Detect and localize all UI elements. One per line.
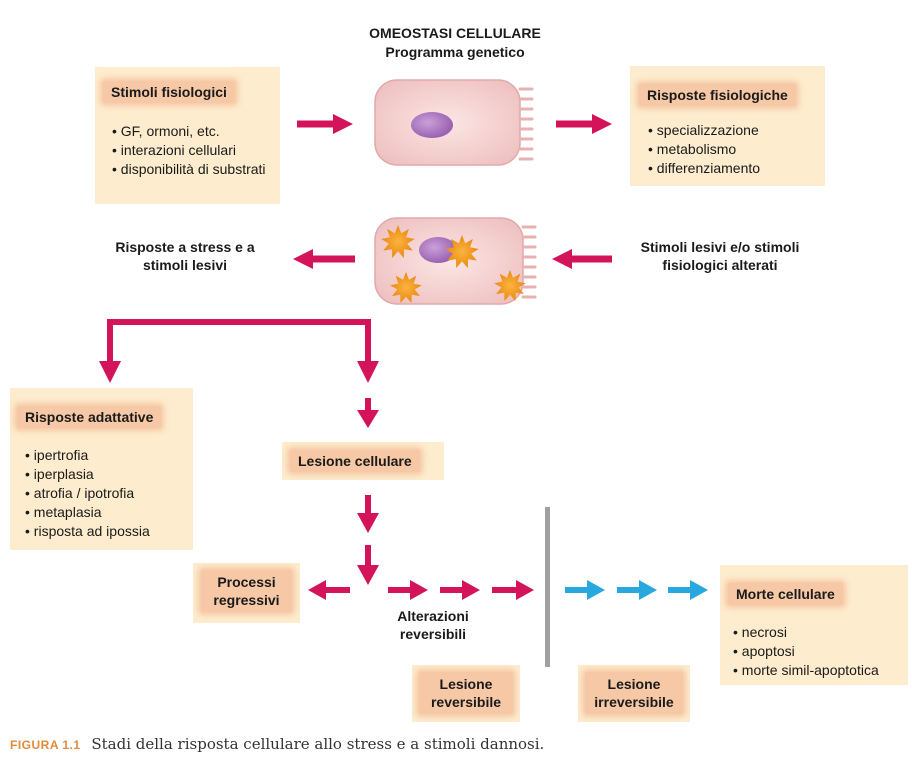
list-item: metabolismo	[648, 140, 818, 159]
damage-star-icon	[390, 272, 422, 303]
healthy-cell	[374, 79, 534, 166]
risposte-fisiologiche-list: specializzazione metabolismo differenzia…	[648, 121, 818, 178]
arrow-down-icon	[357, 495, 379, 533]
lesione-cellulare-label: Lesione cellulare	[290, 450, 420, 472]
damage-star-icon	[445, 235, 479, 268]
lesione-irreversibile-label: Lesione irreversibile	[585, 672, 683, 714]
list-item: specializzazione	[648, 121, 818, 140]
damaged-cell	[374, 217, 537, 305]
diagram-subtitle: Programma genetico	[385, 44, 525, 60]
arrow-left-icon	[293, 249, 355, 269]
morte-cellulare-box: Morte cellulare necrosi apoptosi morte s…	[720, 565, 908, 685]
stimoli-lesivi-label: Stimoli lesivi e/o stimoli fisiologici a…	[640, 239, 800, 273]
list-item: morte simil-apoptotica	[733, 661, 908, 680]
arrow-right-icon	[297, 114, 353, 134]
list-item: ipertrofia	[25, 446, 190, 465]
list-item: differenziamento	[648, 159, 818, 178]
risposte-adattative-box: Risposte adattative ipertrofia iperplasi…	[10, 388, 193, 550]
list-item: iperplasia	[25, 465, 190, 484]
damage-star-icon	[381, 225, 415, 258]
arrow-down-icon	[357, 545, 379, 585]
damage-star-icon	[494, 270, 526, 301]
risposte-stress-label: Risposte a stress e a stimoli lesivi	[115, 239, 255, 273]
branch-connector	[107, 319, 371, 345]
list-item: atrofia / ipotrofia	[25, 484, 190, 503]
list-item: GF, ormoni, etc.	[112, 122, 272, 141]
list-item: interazioni cellulari	[112, 141, 272, 160]
diagram-title: OMEOSTASI CELLULARE	[369, 25, 541, 41]
risposte-adattative-list: ipertrofia iperplasia atrofia / ipotrofi…	[25, 446, 190, 541]
list-item: risposta ad ipossia	[25, 522, 190, 541]
figure-label: Figura 1.1	[10, 738, 81, 752]
arrow-down-icon	[357, 345, 379, 383]
list-item: apoptosi	[733, 642, 908, 661]
list-item: necrosi	[733, 623, 908, 642]
arrow-down-icon	[357, 398, 379, 428]
stimoli-fisiologici-box: Stimoli fisiologici GF, ormoni, etc. int…	[95, 67, 280, 204]
morte-cellulare-list: necrosi apoptosi morte simil-apoptotica	[733, 623, 908, 680]
list-item: metaplasia	[25, 503, 190, 522]
morte-cellulare-title: Morte cellulare	[728, 583, 843, 605]
arrow-right-icon	[440, 580, 480, 600]
stimoli-fisiologici-list: GF, ormoni, etc. interazioni cellulari d…	[112, 122, 272, 179]
lesione-irreversibile-box: Lesione irreversibile	[578, 665, 690, 722]
arrow-right-blue-icon	[617, 580, 657, 600]
nucleus-icon	[419, 237, 457, 263]
arrow-right-blue-icon	[565, 580, 605, 600]
arrow-left-icon	[552, 249, 612, 269]
alterazioni-reversibili-label: Alterazioni reversibili	[397, 608, 469, 642]
arrow-right-icon	[388, 580, 428, 600]
lesione-cellulare-box: Lesione cellulare	[282, 442, 444, 480]
arrow-right-icon	[492, 580, 534, 600]
arrow-right-blue-icon	[668, 580, 708, 600]
figure-caption-text: Stadi della risposta cellulare allo stre…	[91, 735, 545, 753]
arrow-down-icon	[99, 345, 121, 383]
lesione-reversibile-box: Lesione reversibile	[412, 665, 520, 722]
figure-caption: Figura 1.1 Stadi della risposta cellular…	[10, 735, 544, 753]
processi-regressivi-label: Processi regressivi	[201, 570, 292, 612]
list-item: disponibilità di substrati	[112, 160, 272, 179]
processi-regressivi-box: Processi regressivi	[193, 563, 300, 623]
arrow-right-icon	[556, 114, 612, 134]
risposte-fisiologiche-box: Risposte fisiologiche specializzazione m…	[630, 66, 825, 186]
risposte-fisiologiche-title: Risposte fisiologiche	[639, 84, 796, 106]
reversibility-divider	[545, 507, 550, 667]
lesione-reversibile-label: Lesione reversibile	[419, 672, 513, 714]
arrow-left-icon	[308, 580, 350, 600]
nucleus-icon	[411, 112, 453, 138]
stimoli-fisiologici-title: Stimoli fisiologici	[103, 81, 235, 103]
risposte-adattative-title: Risposte adattative	[17, 406, 162, 428]
